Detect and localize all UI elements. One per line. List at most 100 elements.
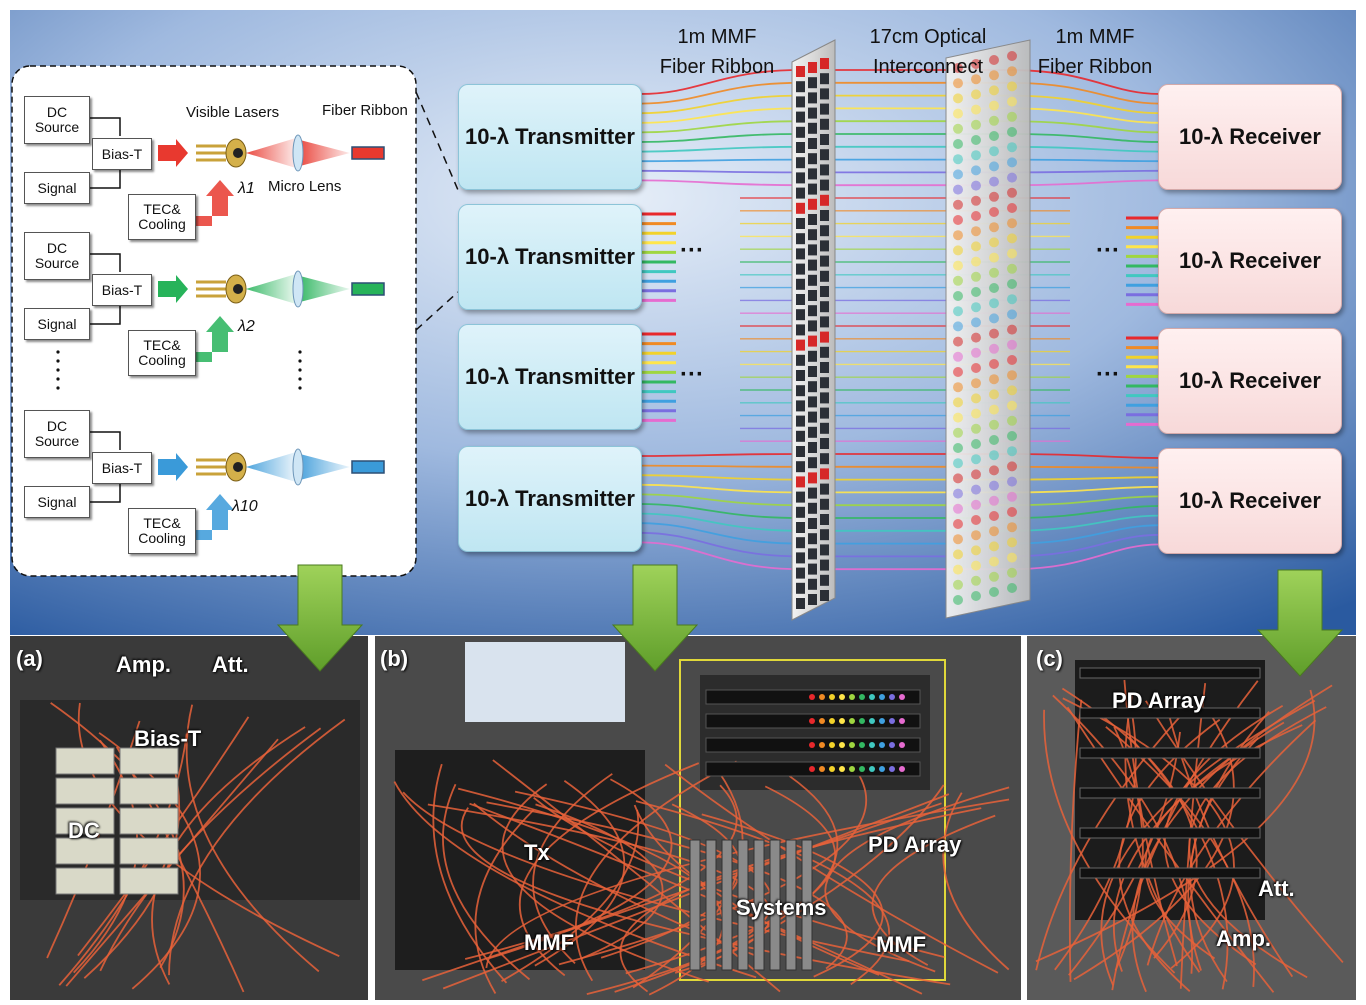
systems-module	[801, 839, 813, 971]
panel-lens	[1007, 203, 1017, 213]
panel-lens	[953, 123, 963, 134]
photo-b-mmf-right: MMF	[876, 932, 927, 957]
panel-lens	[1007, 370, 1017, 381]
panel-lens	[953, 382, 963, 393]
inset-led	[859, 694, 865, 700]
systems-module	[753, 839, 765, 971]
panel-lens	[989, 556, 999, 567]
inset-led	[899, 742, 905, 748]
interconnect-panel-right	[945, 39, 1031, 619]
panel-lens	[953, 108, 963, 119]
inset-led	[859, 718, 865, 724]
panel-cell	[808, 563, 817, 575]
panel-lens	[953, 93, 963, 104]
panel-lens	[953, 458, 963, 469]
panel-cell	[820, 346, 829, 358]
photo-fiber	[575, 760, 738, 982]
inset-led	[819, 694, 825, 700]
interconnect-label: 17cm Optical Interconnect	[869, 26, 987, 78]
panel-cell	[808, 259, 817, 271]
photo-fiber	[1043, 709, 1176, 974]
interconnect-panel-left	[791, 39, 836, 621]
panel-lens	[971, 499, 981, 510]
panel-lens	[971, 363, 981, 373]
panel-cell	[796, 354, 805, 366]
panel-cell	[820, 270, 829, 282]
panel-lens	[1007, 111, 1017, 122]
panel-cell	[796, 142, 805, 153]
transmitter-1: 10-λ Transmitter	[458, 84, 642, 190]
panel-lens	[953, 443, 963, 453]
inset-led	[859, 766, 865, 772]
inset-led	[869, 742, 875, 748]
photo-fiber	[533, 796, 945, 958]
panel-lens	[1007, 400, 1017, 411]
panel-lens	[953, 412, 963, 423]
systems-module	[705, 839, 717, 971]
photo-fiber	[77, 716, 250, 957]
photo-b-mmf-left: MMF	[524, 930, 575, 955]
down-arrow	[611, 564, 699, 672]
panel-lens	[971, 104, 981, 115]
photo-c-pd-array: PD Array	[1112, 688, 1206, 713]
mmf-right-label: 1m MMF Fiber Ribbon	[1037, 26, 1153, 78]
panel-cell	[796, 400, 805, 412]
panel-lens	[971, 180, 981, 191]
panel-cell	[820, 73, 829, 85]
panel-lens	[971, 439, 981, 449]
bias-t-box: Bias-T	[92, 138, 152, 170]
panel-lens	[953, 397, 963, 408]
panel-lens	[953, 549, 963, 560]
panel-cell	[820, 240, 829, 252]
visible-lasers-label: Visible Lasers	[186, 104, 280, 121]
panel-cell	[808, 396, 817, 408]
bias-t-box: Bias-T	[92, 452, 152, 484]
photo-panels	[10, 636, 1356, 1000]
panel-lens	[1007, 355, 1017, 365]
inset-led	[889, 766, 895, 772]
panel-cell	[808, 502, 817, 514]
panel-lens	[989, 55, 999, 65]
panel-lens	[989, 450, 999, 461]
panel-lens	[1007, 309, 1017, 320]
panel-lens	[989, 146, 999, 157]
fiber-path	[639, 493, 1161, 507]
inset-led	[869, 718, 875, 724]
panel-cell	[808, 305, 817, 317]
inset-led	[809, 742, 815, 748]
fiber-path	[639, 94, 1161, 115]
inset-led	[829, 718, 835, 724]
fiber-path	[639, 483, 1161, 494]
panel-cell	[820, 514, 829, 525]
panel-lens	[971, 287, 981, 297]
fiber-path	[639, 464, 1161, 469]
panel-cell	[808, 335, 817, 347]
panel-lens	[953, 503, 963, 514]
panel-lens	[971, 271, 981, 282]
photo-fiber	[635, 800, 891, 986]
panel-lens	[971, 454, 981, 465]
fiber-path	[639, 133, 1161, 143]
photo-a-bias-t: Bias-T	[134, 726, 202, 751]
panel-lens	[971, 484, 981, 495]
panel-cell	[820, 529, 829, 541]
dc-module	[55, 867, 115, 895]
fiber-path	[639, 169, 1161, 174]
panel-lens	[1007, 339, 1017, 350]
panel-cell	[808, 138, 817, 149]
panel-lens	[971, 347, 981, 358]
panel-lens	[971, 195, 981, 206]
fiber-path	[639, 474, 1161, 481]
panel-lens	[953, 184, 963, 195]
inset-led	[839, 766, 845, 772]
inset-led	[849, 742, 855, 748]
inset-led	[809, 694, 815, 700]
panel-cell	[808, 457, 817, 469]
systems-module	[689, 839, 701, 971]
panel-lens	[971, 393, 981, 404]
panel-cell	[796, 582, 805, 594]
panel-cell	[820, 559, 829, 571]
panel-lens	[1007, 233, 1017, 244]
